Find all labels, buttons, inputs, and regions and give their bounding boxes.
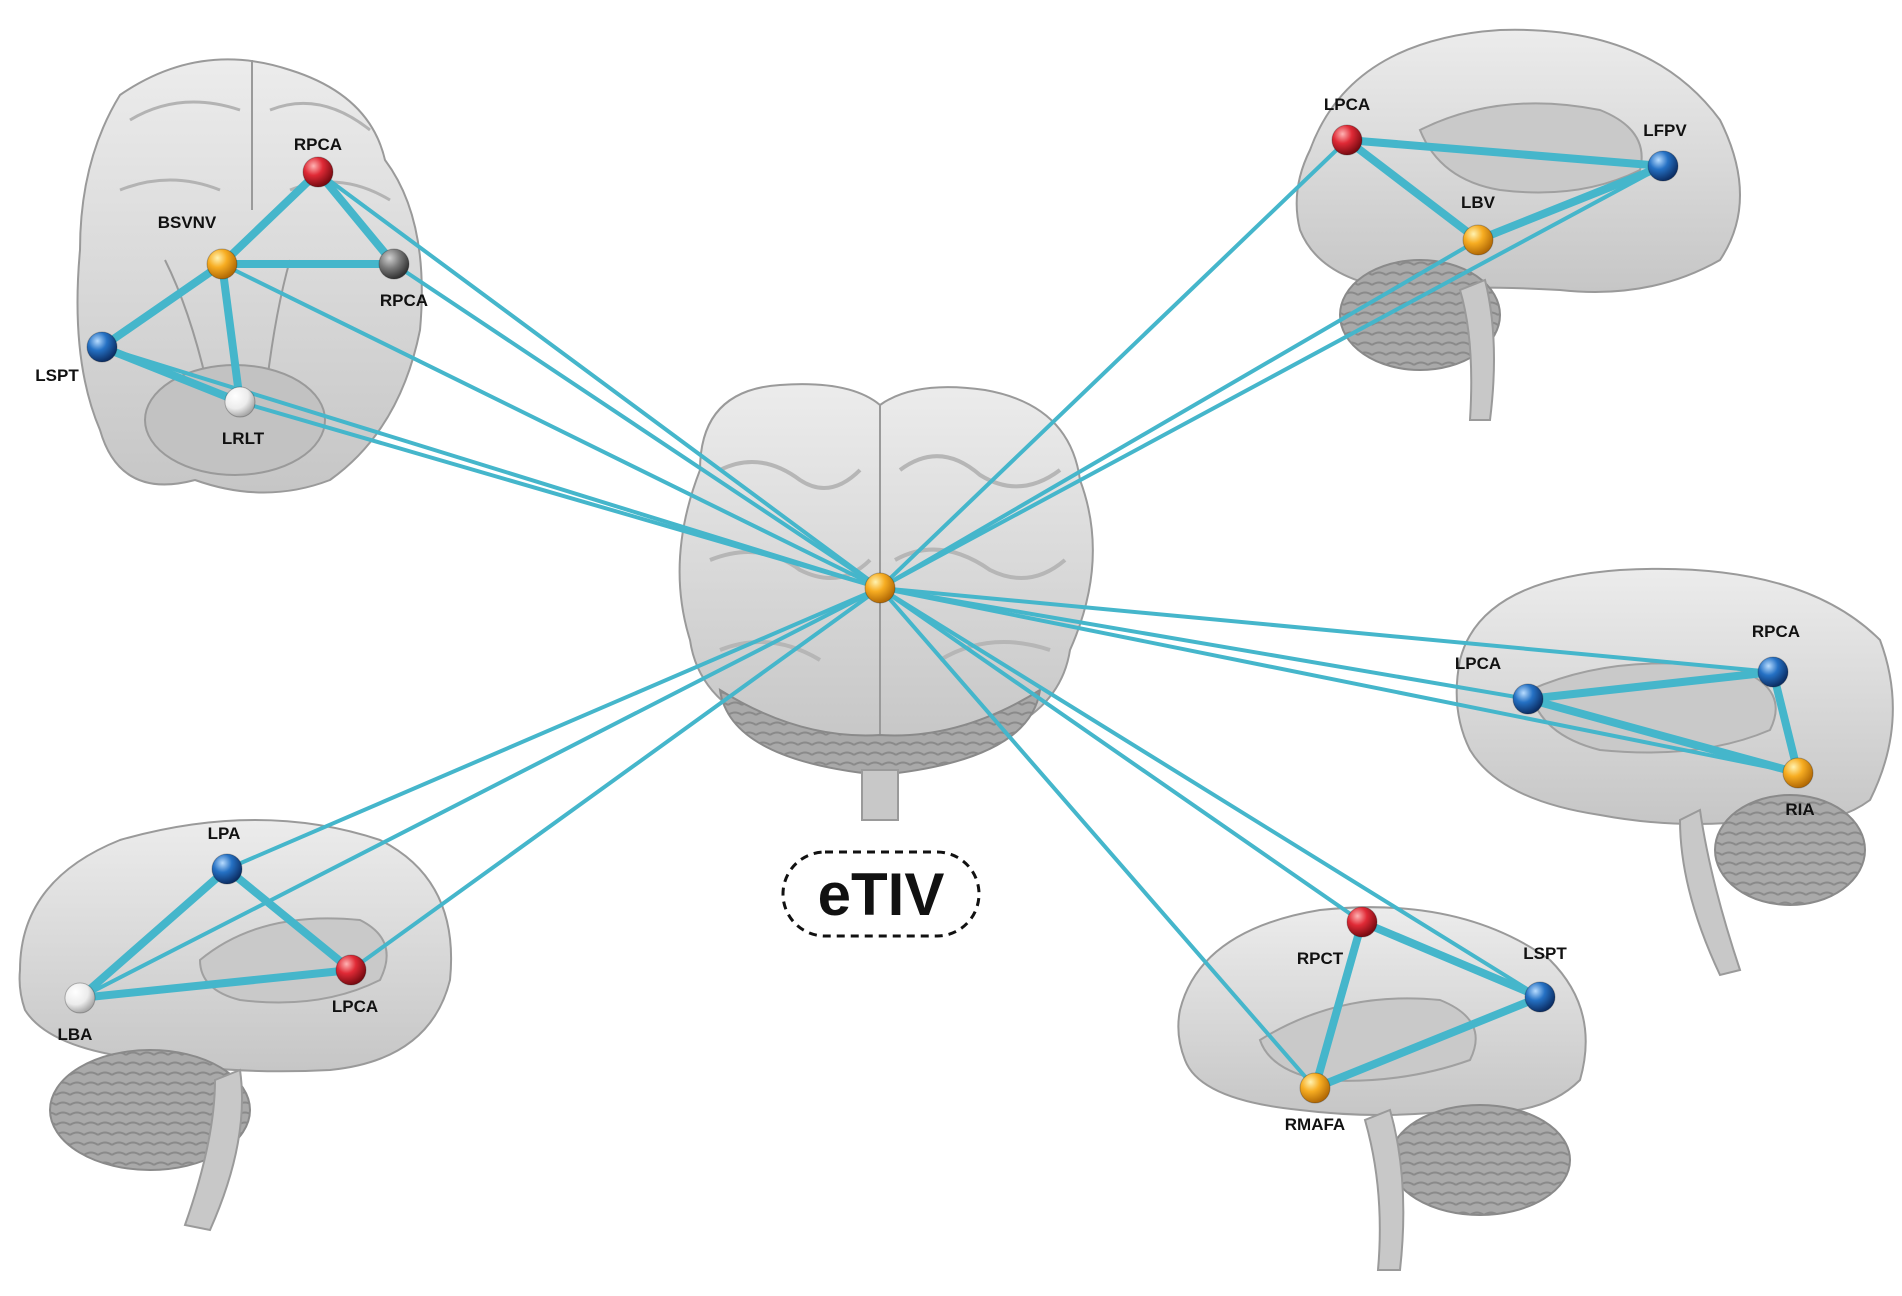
- node-label: RIA: [1785, 800, 1814, 819]
- node-label: LFPV: [1643, 121, 1687, 140]
- node-label: RPCA: [294, 135, 342, 154]
- panel-edge: [1769, 668, 1802, 777]
- center-edge: [878, 138, 1349, 590]
- center-node: [864, 572, 896, 604]
- node-v_rpca2: [378, 248, 410, 280]
- node-mr_ria: [1782, 757, 1814, 789]
- node-v_lrlt: [224, 386, 256, 418]
- panel-edge: [218, 260, 244, 406]
- panel-edge: [1524, 695, 1802, 777]
- node-tr_lbv: [1462, 224, 1494, 256]
- node-label: LBA: [58, 1025, 93, 1044]
- center-label: eTIV: [818, 861, 945, 928]
- node-v_lspt: [86, 331, 118, 363]
- node-bl_lpca: [335, 954, 367, 986]
- panel-edge: [98, 260, 226, 351]
- center-edge: [878, 586, 1317, 1090]
- node-label: LPCA: [1324, 95, 1370, 114]
- panel-edge: [76, 865, 231, 1002]
- etiv-badge: eTIV: [781, 850, 981, 938]
- node-bl_lpa: [211, 853, 243, 885]
- center-edges: [78, 138, 1800, 1090]
- center-edge: [878, 164, 1665, 590]
- sagittal-brain-bottom-right: [1177, 906, 1587, 1271]
- center-edge: [878, 238, 1480, 590]
- center-edge: [349, 586, 882, 972]
- node-label: LPCA: [1455, 654, 1501, 673]
- node-bl_lba: [64, 982, 96, 1014]
- sagittal-brain-top-right: [1295, 28, 1741, 421]
- node-tr_lpca: [1331, 124, 1363, 156]
- panel-edges: [76, 136, 1802, 1092]
- node-mr_lpca: [1512, 683, 1544, 715]
- panel-edge: [1311, 918, 1366, 1092]
- node-tr_lfpv: [1647, 150, 1679, 182]
- sagittal-brain-bottom-left: [18, 819, 453, 1232]
- node-label: RPCA: [380, 291, 428, 310]
- center-edge: [238, 400, 882, 590]
- node-label: LPA: [208, 824, 241, 843]
- node-label: LRLT: [222, 429, 265, 448]
- center-edge: [878, 586, 1542, 999]
- panel-edge: [1524, 668, 1777, 703]
- center-edge: [316, 170, 882, 590]
- center-edge: [225, 586, 882, 871]
- center-edge: [878, 586, 1800, 775]
- node-br_rmafa: [1299, 1072, 1331, 1104]
- panel-edge: [314, 168, 398, 268]
- panel-edge: [1311, 993, 1544, 1092]
- brain-illustrations: [18, 28, 1894, 1271]
- node-label: RMAFA: [1285, 1115, 1345, 1134]
- panel-edge: [223, 865, 355, 974]
- center-edge: [878, 586, 1775, 674]
- center-edge: [878, 586, 1364, 924]
- sagittal-brain-mid-right: [1455, 567, 1894, 977]
- nodes: RPCA BSVNV RPCA LSPT LRLT LPCA LFPV LBV RPCA LPCA…: [35, 95, 1814, 1134]
- node-label: RPCT: [1297, 949, 1344, 968]
- node-label: LBV: [1461, 193, 1496, 212]
- center-edge: [100, 345, 882, 590]
- panel-edge: [1358, 918, 1544, 1001]
- node-label: RPCA: [1752, 622, 1800, 641]
- panel-edge: [1343, 136, 1482, 244]
- panel-edge: [76, 966, 355, 1002]
- panel-edge: [1474, 162, 1667, 244]
- center-edge: [878, 586, 1530, 701]
- node-v_bsvnv: [206, 248, 238, 280]
- panel-edge: [218, 168, 322, 268]
- node-v_rpca1: [302, 156, 334, 188]
- center-edge: [220, 262, 882, 590]
- node-label: LSPT: [1523, 944, 1567, 963]
- node-mr_rpca: [1757, 656, 1789, 688]
- center-edge: [392, 262, 882, 590]
- node-br_lspt: [1524, 981, 1556, 1013]
- panel-edge: [98, 343, 244, 406]
- panel-edge: [1343, 136, 1667, 170]
- node-br_rpct: [1346, 906, 1378, 938]
- node-label: LPCA: [332, 997, 378, 1016]
- center-edge: [78, 586, 882, 1000]
- node-label: LSPT: [35, 366, 79, 385]
- node-label: BSVNV: [158, 213, 217, 232]
